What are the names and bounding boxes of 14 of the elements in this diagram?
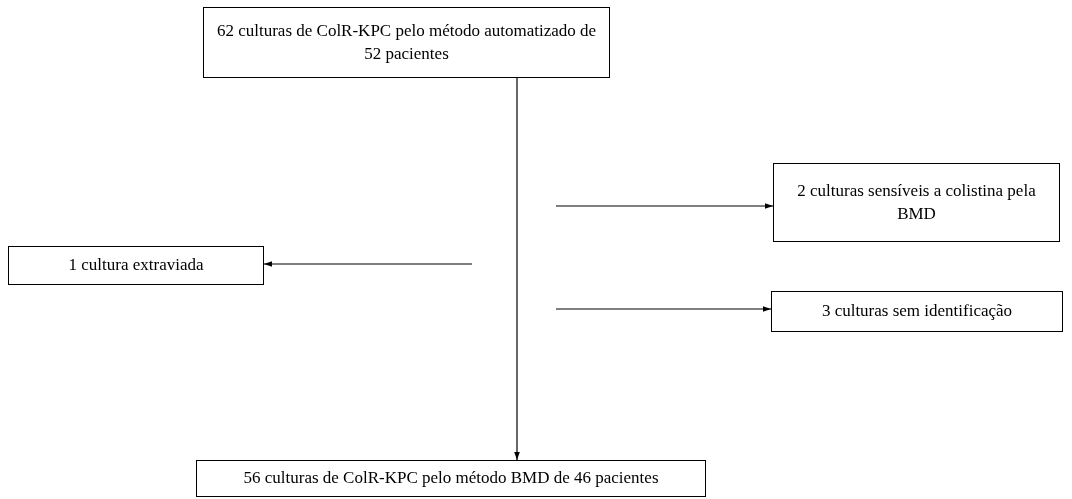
arrow (514, 77, 520, 461)
process-box (771, 291, 1063, 332)
process-box (8, 246, 264, 285)
process-box (203, 7, 610, 78)
box-text: 1 cultura extraviada (68, 254, 204, 277)
box-text: 56 culturas de ColR-KPC pelo método BMD de 46 pacientes (243, 467, 659, 490)
arrow (263, 261, 473, 267)
box-text: 62 culturas de ColR-KPC pelo método automatizado de 52 pacientes (215, 20, 598, 65)
box-text: 2 culturas sensíveis a colistina pela BMD (796, 180, 1037, 225)
arrow (555, 203, 774, 209)
arrow (555, 306, 772, 312)
process-box (196, 460, 706, 497)
box-text: 3 culturas sem identificação (821, 300, 1013, 323)
process-box (773, 163, 1060, 242)
